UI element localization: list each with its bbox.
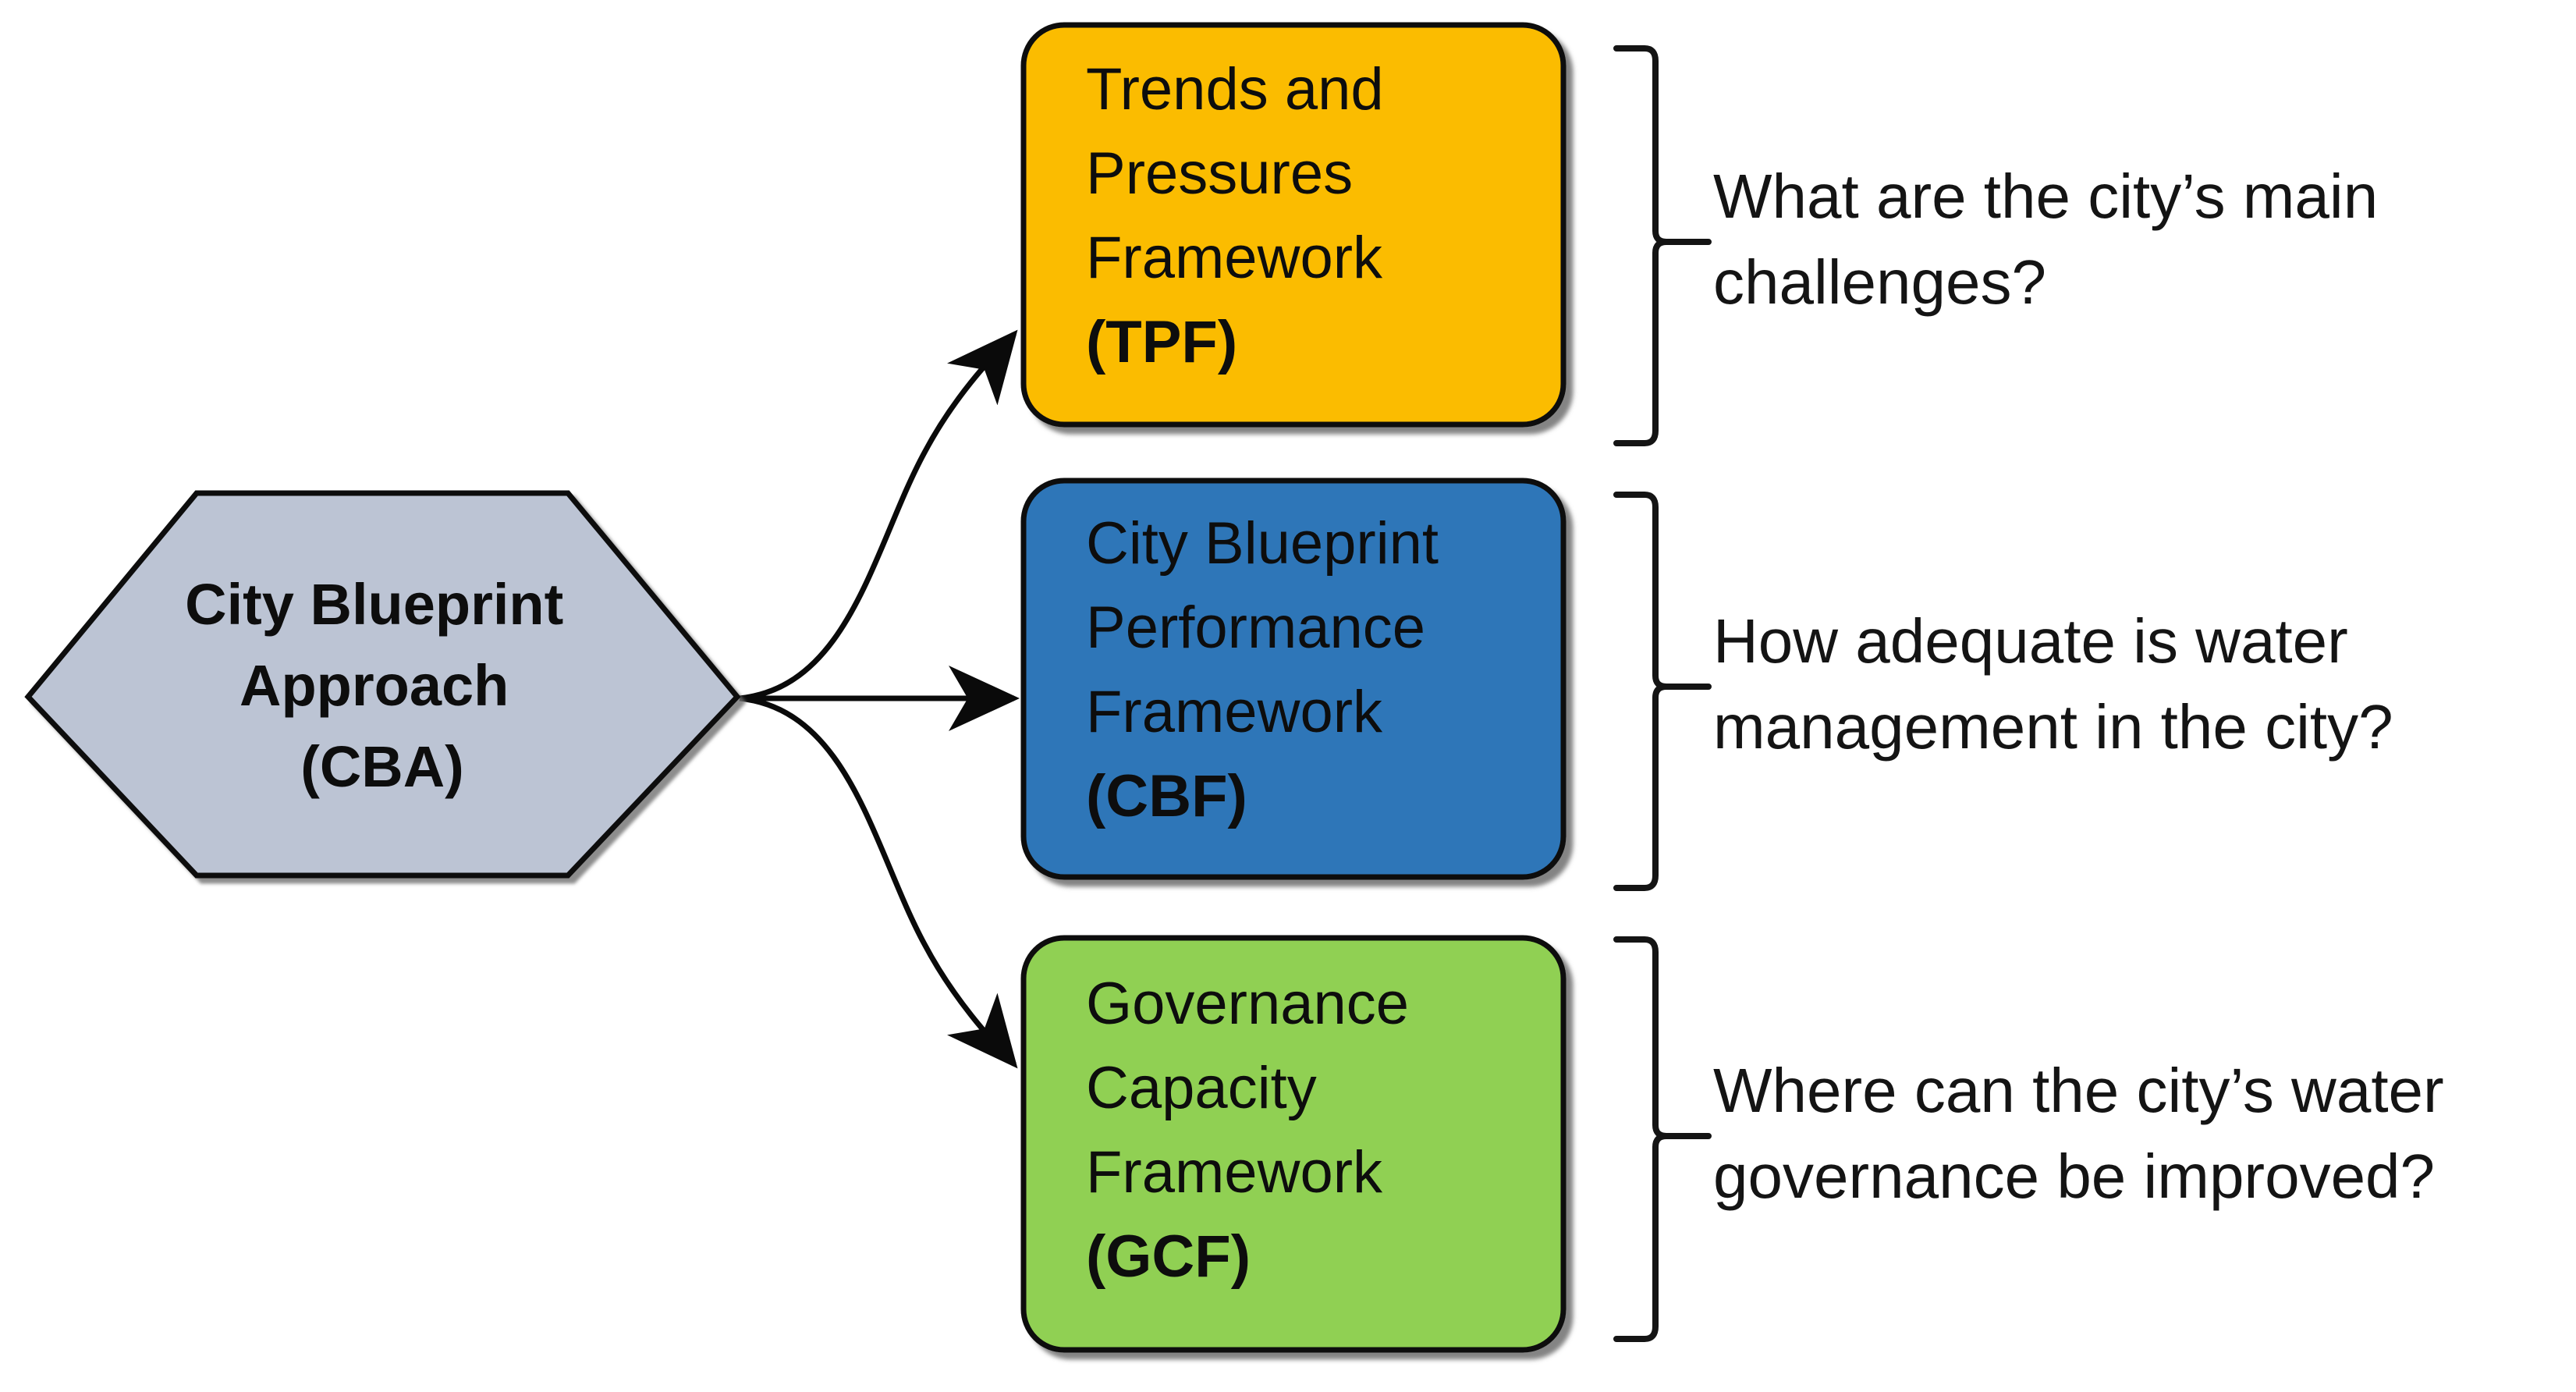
brace-tpf: [1613, 45, 1712, 446]
tpf-line-2: Pressures: [1086, 140, 1353, 207]
brace-cbf: [1613, 492, 1712, 891]
gcf-line-1: Governance: [1086, 971, 1409, 1037]
question-gcf-line-1: Where can the city’s water: [1713, 1056, 2444, 1125]
framework-box-tpf[interactable]: Trends and Pressures Framework (TPF): [1020, 22, 1567, 428]
source-line-3: (CBA): [300, 734, 464, 799]
source-node-text: City Blueprint Approach (CBA): [185, 572, 580, 799]
framework-box-cbf[interactable]: City Blueprint Performance Framework (CB…: [1020, 478, 1567, 880]
tpf-box-text: Trends and Pressures Framework (TPF): [1086, 56, 1387, 375]
question-tpf-line-2: challenges?: [1713, 247, 2046, 317]
question-group-gcf: Where can the city’s water governance be…: [1613, 936, 2461, 1342]
question-text-tpf: What are the city’s main challenges?: [1713, 162, 2395, 317]
question-cbf-line-2: management in the city?: [1713, 692, 2393, 762]
question-tpf-line-1: What are the city’s main: [1713, 162, 2378, 231]
question-text-cbf: How adequate is water management in the …: [1713, 606, 2393, 762]
gcf-line-3: Framework: [1086, 1139, 1383, 1206]
cbf-line-1: City Blueprint: [1086, 510, 1439, 577]
tpf-line-1: Trends and: [1086, 56, 1384, 123]
question-cbf-line-1: How adequate is water: [1713, 606, 2348, 676]
framework-box-gcf[interactable]: Governance Capacity Framework (GCF): [1020, 935, 1567, 1353]
arrow-to-gcf: [739, 695, 1018, 1069]
gcf-line-2: Capacity: [1086, 1055, 1317, 1121]
question-group-tpf: What are the city’s main challenges?: [1613, 45, 2395, 446]
source-line-2: Approach: [240, 653, 509, 718]
connector-arrows: [739, 329, 1020, 1069]
cbf-abbr: (CBF): [1086, 763, 1247, 829]
question-group-cbf: How adequate is water management in the …: [1613, 492, 2393, 891]
source-line-1: City Blueprint: [185, 572, 563, 637]
question-text-gcf: Where can the city’s water governance be…: [1713, 1056, 2461, 1211]
arrow-to-tpf: [739, 329, 1018, 701]
gcf-box-text: Governance Capacity Framework (GCF): [1086, 971, 1412, 1290]
cbf-line-3: Framework: [1086, 679, 1383, 745]
source-node-cba[interactable]: City Blueprint Approach (CBA): [24, 490, 741, 879]
cbf-box-text: City Blueprint Performance Framework (CB…: [1086, 510, 1442, 829]
gcf-abbr: (GCF): [1086, 1223, 1251, 1290]
question-gcf-line-2: governance be improved?: [1713, 1142, 2435, 1211]
tpf-line-3: Framework: [1086, 225, 1383, 291]
gcf-box-shape: [1020, 935, 1567, 1353]
tpf-box-shape: [1020, 22, 1567, 428]
tpf-abbr: (TPF): [1086, 309, 1237, 375]
hexagon-shape: [24, 490, 741, 879]
cbf-line-2: Performance: [1086, 595, 1425, 661]
cbf-box-shape: [1020, 478, 1567, 880]
brace-gcf: [1613, 936, 1712, 1342]
